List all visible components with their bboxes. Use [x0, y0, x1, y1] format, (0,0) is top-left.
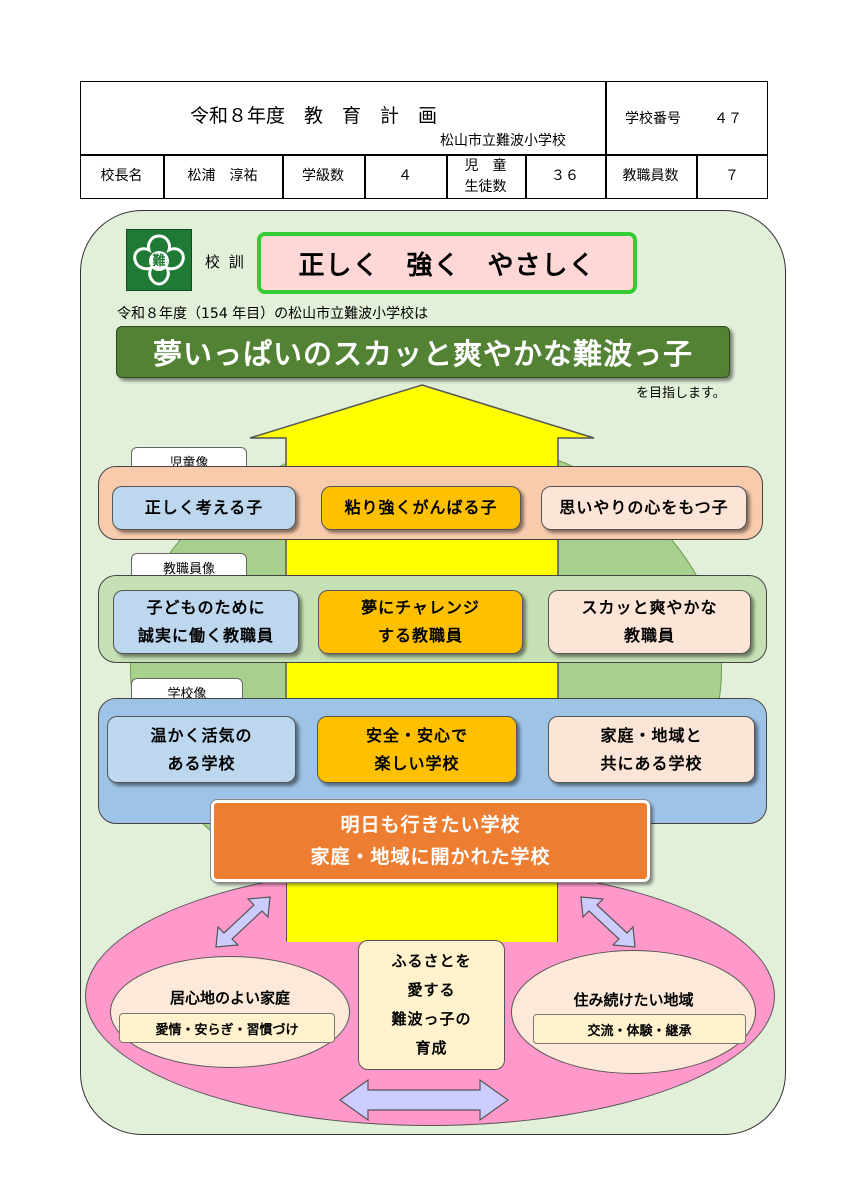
center-line: 育成 — [415, 1039, 448, 1058]
goal-text: 夢いっぱいのスカッと爽やかな難波っ子 — [152, 337, 693, 371]
school-item-line: 家庭・地域と — [600, 725, 703, 745]
arrow-stem — [286, 870, 558, 942]
school-item: 家庭・地域と 共にある学校 — [548, 716, 755, 783]
school-name: 松山市立難波小学校 — [440, 133, 566, 149]
community-ellipse-inner — [511, 950, 756, 1074]
staff-item: 夢にチャレンジ する教職員 — [318, 590, 523, 654]
school-emblem: 難 — [126, 229, 192, 291]
staff-item: スカッと爽やかな 教職員 — [548, 590, 751, 654]
double-arrow-left — [215, 896, 271, 948]
school-item: 安全・安心で 楽しい学校 — [317, 716, 517, 783]
students-label-2: 生徒数 — [464, 179, 507, 195]
community-sub: 交流・体験・継承 — [533, 1014, 746, 1044]
vision-banner: 明日も行きたい学校 家庭・地域に開かれた学校 — [210, 799, 651, 883]
school-item-line: 共にある学校 — [600, 753, 703, 773]
table-rule — [605, 81, 607, 199]
staff-item-line: 夢にチャレンジ — [361, 598, 480, 617]
staff-label: 教職員数 — [622, 168, 679, 184]
students-value: ３６ — [551, 168, 579, 184]
motto-box: 正しく 強く やさしく — [257, 232, 637, 294]
table-rule — [525, 154, 527, 199]
double-arrow-bottom — [338, 1078, 510, 1122]
classes-value: ４ — [398, 168, 412, 184]
table-rule — [446, 154, 448, 199]
center-line: ふるさとを — [391, 951, 472, 970]
center-goal: ふるさとを 愛する 難波っ子の 育成 — [358, 940, 505, 1070]
school-number: ４７ — [714, 111, 742, 127]
students-label-1: 児 童 — [464, 158, 507, 174]
header-table — [80, 81, 768, 199]
center-line: 愛する — [407, 980, 456, 999]
principal-label: 校長名 — [100, 168, 143, 184]
staff-item-line: 教職員 — [623, 626, 675, 645]
goal-banner: 夢いっぱいのスカッと爽やかな難波っ子 — [116, 326, 730, 378]
school-item: 温かく活気の ある学校 — [107, 716, 296, 783]
intro-lead: 令和８年度（154 年目）の松山市立難波小学校は — [117, 306, 429, 322]
children-item: 思いやりの心をもつ子 — [541, 486, 747, 530]
intro-suffix: を目指します。 — [636, 386, 726, 401]
staff-item: 子どものために 誠実に働く教職員 — [113, 590, 299, 654]
home-title: 居心地のよい家庭 — [169, 989, 290, 1007]
school-item-line: 楽しい学校 — [374, 753, 460, 773]
staff-item-line: 誠実に働く教職員 — [137, 626, 274, 645]
plan-title: 令和８年度 教 育 計 画 — [190, 105, 438, 127]
table-rule — [80, 154, 768, 156]
children-item: 粘り強くがんばる子 — [321, 486, 521, 530]
school-item-line: 安全・安心で — [365, 725, 468, 745]
classes-label: 学級数 — [302, 168, 344, 184]
school-item-line: 温かく活気の — [150, 725, 253, 745]
table-rule — [364, 154, 366, 199]
home-ellipse — [110, 956, 350, 1068]
vision-line: 家庭・地域に開かれた学校 — [310, 846, 551, 868]
school-number-label: 学校番号 — [625, 111, 681, 127]
school-item-line: ある学校 — [167, 753, 236, 773]
vision-line: 明日も行きたい学校 — [340, 813, 521, 836]
staff-item-line: スカッと爽やかな — [581, 598, 718, 617]
home-sub: 愛情・安らぎ・習慣づけ — [119, 1013, 335, 1043]
table-rule — [282, 154, 284, 199]
principal-name: 松浦 淳祐 — [187, 168, 258, 184]
children-item: 正しく考える子 — [112, 486, 296, 530]
table-rule — [696, 154, 698, 199]
double-arrow-right — [580, 896, 636, 948]
emblem-icon — [133, 234, 185, 286]
community-title: 住み続けたい地域 — [573, 991, 694, 1009]
staff-value: ７ — [725, 168, 739, 184]
motto-text: 正しく 強く やさしく — [298, 250, 596, 281]
emblem-text: 難 — [152, 254, 166, 269]
staff-item-line: 子どものために — [146, 598, 266, 617]
staff-item-line: する教職員 — [377, 626, 463, 645]
center-line: 難波っ子の — [391, 1010, 472, 1028]
motto-label: 校 訓 — [205, 253, 246, 271]
table-rule — [163, 154, 165, 199]
